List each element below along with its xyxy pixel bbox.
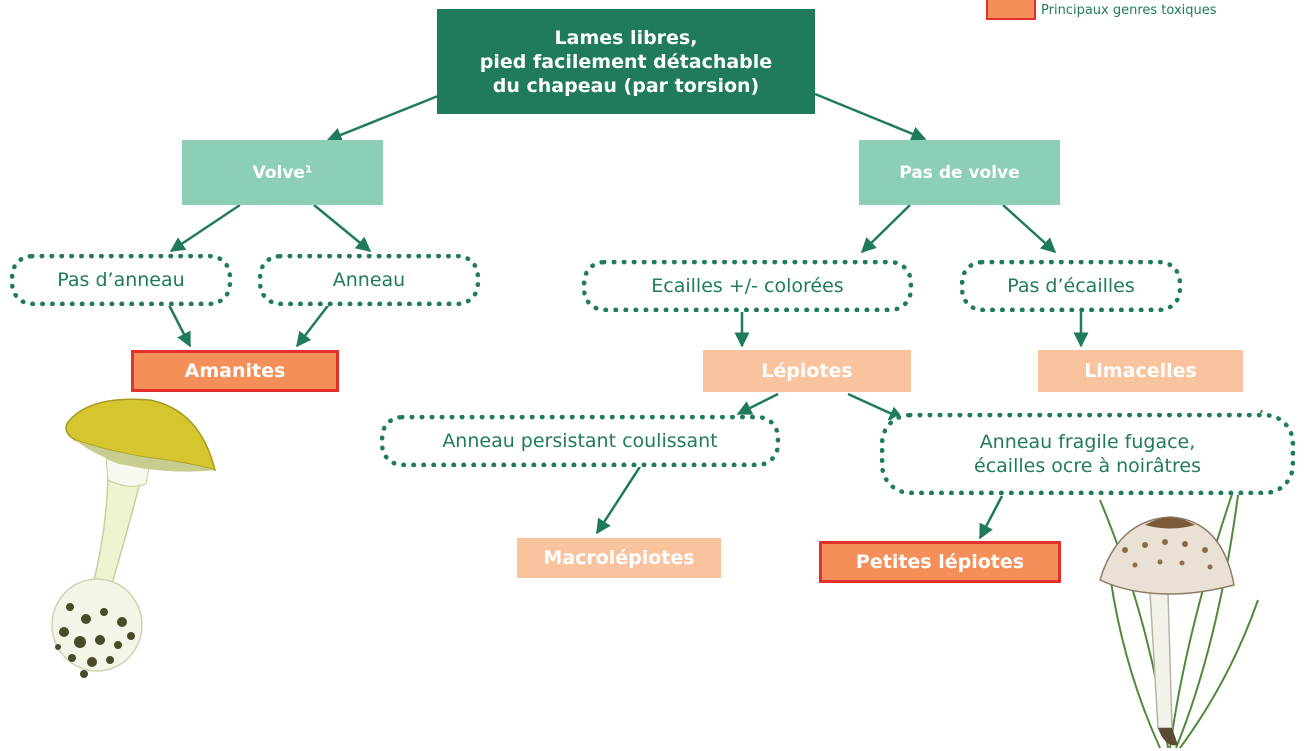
amanita-illustration — [51, 398, 217, 678]
petites-lepiotes-node: Petites lépiotes — [819, 541, 1061, 583]
ecailles-node: Ecailles +/- colorées — [582, 260, 913, 312]
pas-volve-node: Pas de volve — [859, 140, 1060, 205]
legend-toxic-swatch — [986, 0, 1036, 20]
anneau-fragile-node: Anneau fragile fugace, écailles ocre à n… — [880, 413, 1295, 495]
arrow-anneau-amanites — [296, 302, 331, 348]
pas-ecailles-node-label: Pas d’écailles — [1007, 275, 1135, 297]
arrow-lepiotes-fragile — [847, 392, 905, 421]
legend-label: Principaux genres toxiques — [1041, 2, 1217, 18]
lepiotes-node-label: Lépiotes — [761, 360, 853, 382]
pas-anneau-node: Pas d’anneau — [10, 254, 232, 306]
arrow-root-pasvolve — [814, 92, 927, 141]
volve-node-label: Volve¹ — [252, 162, 313, 183]
arrow-pasanneau-amanites — [166, 302, 192, 348]
amanites-node-label: Amanites — [184, 360, 286, 382]
volve-node: Volve¹ — [182, 140, 383, 205]
pas-anneau-node-label: Pas d’anneau — [57, 269, 185, 291]
legend: Principaux genres toxiques — [986, 0, 1217, 20]
limacelles-node-label: Limacelles — [1084, 360, 1197, 382]
anneau-persistant-node-label: Anneau persistant coulissant — [442, 430, 718, 452]
arrow-volve-pasanneau — [169, 203, 241, 253]
arrow-lepiotes-persistant — [736, 392, 779, 416]
arrow-volve-anneau — [313, 204, 372, 252]
arrow-persistant-macro — [595, 461, 645, 535]
pas-ecailles-node: Pas d’écailles — [960, 260, 1182, 312]
anneau-node-label: Anneau — [332, 269, 406, 291]
macrolepiotes-node: Macrolépiotes — [517, 538, 721, 578]
arrow-fragile-petites — [978, 495, 1004, 540]
anneau-persistant-node: Anneau persistant coulissant — [380, 415, 780, 467]
lepiotes-node: Lépiotes — [703, 350, 911, 392]
root-node-label: Lames libres, pied facilement détachable… — [479, 26, 773, 97]
ecailles-node-label: Ecailles +/- colorées — [651, 275, 844, 297]
root-node: Lames libres, pied facilement détachable… — [437, 9, 815, 114]
petites-lepiotes-node-label: Petites lépiotes — [855, 551, 1025, 573]
arrow-root-volve — [326, 94, 439, 142]
macrolepiotes-node-label: Macrolépiotes — [543, 547, 695, 569]
limacelles-node: Limacelles — [1038, 350, 1243, 392]
anneau-node: Anneau — [258, 254, 480, 306]
amanites-node: Amanites — [131, 350, 339, 392]
arrow-pasvolve-pasecailles — [1002, 204, 1057, 254]
anneau-fragile-node-label: Anneau fragile fugace, écailles ocre à n… — [974, 431, 1201, 477]
arrow-pasvolve-ecailles — [860, 204, 911, 254]
pas-volve-node-label: Pas de volve — [899, 162, 1020, 183]
